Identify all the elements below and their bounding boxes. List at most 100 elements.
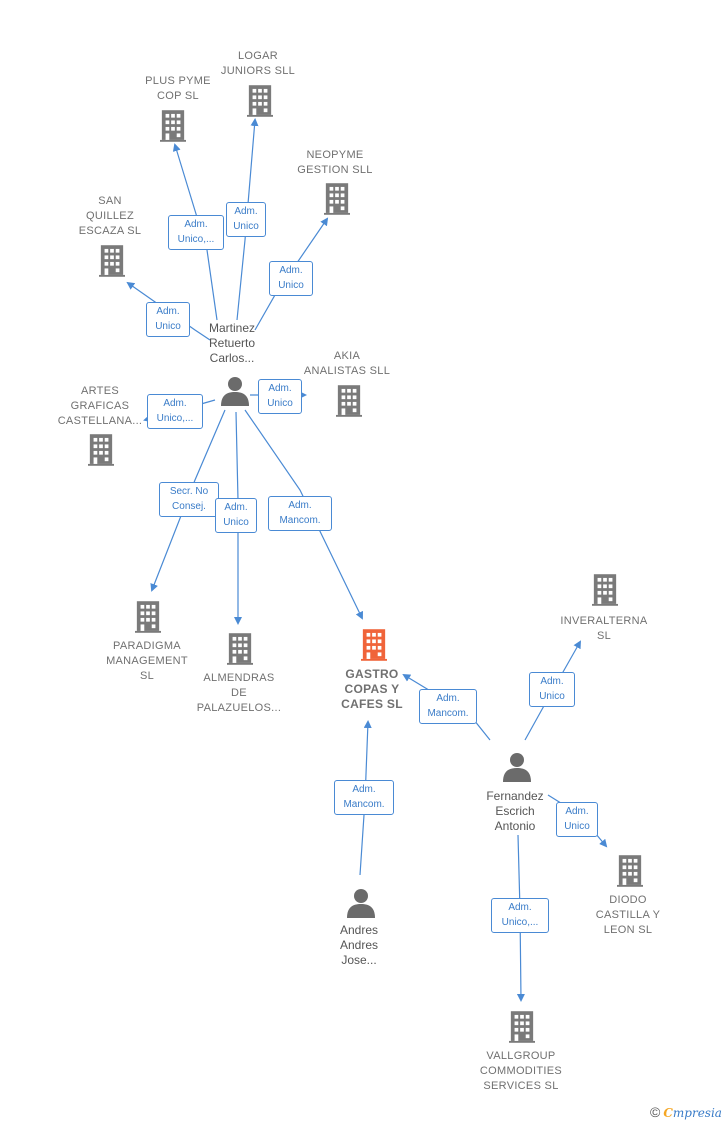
- node-label-line: Jose...: [341, 953, 377, 967]
- node-label-line: NEOPYME: [306, 149, 364, 161]
- node-label-line: CASTELLANA...: [57, 415, 143, 427]
- node-label-line: PARADIGMA: [113, 640, 181, 652]
- role-label-line: Adm.: [156, 306, 180, 317]
- building-icon-inveralterna[interactable]: [592, 574, 618, 606]
- role-label-e_gastro_f[interactable]: Adm. Mancom.: [419, 689, 477, 724]
- node-label-line: CAFES SL: [341, 697, 403, 711]
- node-label-line: COMMODITIES: [479, 1065, 563, 1077]
- person-icon-andres[interactable]: [347, 889, 375, 918]
- person-icon-martinez[interactable]: [221, 377, 249, 406]
- node-label-line: GASTRO: [345, 667, 399, 681]
- node-label-akia[interactable]: AKIA ANALISTAS SLL: [287, 349, 407, 379]
- edge-e_logar: [236, 118, 259, 321]
- building-icon-logar[interactable]: [247, 85, 273, 117]
- node-label-inveralterna[interactable]: INVERALTERNA SL: [544, 614, 664, 644]
- node-label-line: SL: [596, 630, 612, 642]
- edge-e_gastro_m: [244, 409, 363, 620]
- node-label-line: MANAGEMENT: [106, 655, 188, 667]
- building-icon-vallgroup[interactable]: [509, 1011, 535, 1043]
- building-icon-gastro[interactable]: [361, 629, 387, 661]
- edge-e_san: [126, 281, 211, 341]
- role-label-e_akia[interactable]: Adm. Unico: [258, 379, 302, 414]
- node-label-line: LEON SL: [603, 924, 653, 936]
- role-label-e_artes[interactable]: Adm.Unico,...: [147, 394, 203, 429]
- node-label-vallgroup[interactable]: VALLGROUP COMMODITIES SERVICES SL: [461, 1049, 581, 1094]
- role-label-line: Unico: [267, 398, 293, 409]
- role-label-e_vall[interactable]: Adm. Unico,...: [491, 898, 549, 933]
- node-label-line: Andres: [339, 923, 379, 937]
- node-label-line: INVERALTERNA: [560, 615, 648, 627]
- building-icon-san_quillez[interactable]: [99, 245, 125, 277]
- node-label-line: JUNIORS SLL: [220, 65, 296, 77]
- role-label-e_logar[interactable]: Adm. Unico: [226, 202, 266, 237]
- node-label-line: SERVICES SL: [483, 1080, 559, 1092]
- empresia-logo: ©Cmpresia: [650, 1104, 722, 1120]
- role-label-e_gastro_m[interactable]: Adm.Mancom.: [268, 496, 332, 531]
- node-label-neopyme[interactable]: NEOPYME GESTION SLL: [275, 148, 395, 178]
- node-label-line: ANALISTAS SLL: [303, 365, 391, 377]
- node-label-line: Fernandez: [486, 789, 544, 803]
- role-label-line: Unico: [233, 221, 259, 232]
- node-label-line: ESCAZA SL: [78, 225, 142, 237]
- role-label-line: Unico: [278, 280, 304, 291]
- node-label-line: Escrich: [495, 804, 535, 818]
- role-label-line: Adm.: [352, 784, 376, 795]
- building-icon-artes[interactable]: [88, 434, 114, 466]
- role-label-line: Adm.: [565, 806, 589, 817]
- node-label-line: PLUS PYME: [145, 75, 211, 87]
- building-icon-neopyme[interactable]: [324, 183, 350, 215]
- role-label-e_neopyme[interactable]: Adm. Unico: [269, 261, 313, 296]
- role-label-e_diodo[interactable]: Adm.Unico: [556, 802, 598, 837]
- building-icon-diodo[interactable]: [617, 855, 643, 887]
- person-icon-fernandez[interactable]: [503, 753, 531, 782]
- role-label-line: Unico,...: [501, 917, 539, 928]
- role-label-line: Unico: [539, 691, 565, 702]
- role-label-line: Adm.: [234, 206, 258, 217]
- role-label-line: Unico,...: [156, 413, 194, 424]
- edge-e_paradigma: [150, 409, 226, 592]
- role-label-line: Unico,...: [177, 234, 215, 245]
- role-label-line: Mancom.: [427, 708, 469, 719]
- role-label-line: Adm.: [268, 383, 292, 394]
- node-label-line: Carlos...: [209, 351, 255, 365]
- node-label-line: ALMENDRAS: [203, 672, 275, 684]
- building-icon-paradigma[interactable]: [135, 601, 161, 633]
- role-label-line: Adm.: [184, 219, 208, 230]
- building-icon-akia[interactable]: [336, 385, 362, 417]
- role-label-e_paradigma[interactable]: Secr. No Consej.: [159, 482, 219, 517]
- building-icon-plus_pyme[interactable]: [160, 110, 186, 142]
- role-label-line: Adm.: [279, 265, 303, 276]
- role-label-e_plus[interactable]: Adm. Unico,...: [168, 215, 224, 250]
- role-label-line: Unico: [223, 517, 249, 528]
- node-label-line: SAN: [98, 195, 122, 207]
- node-label-line: GESTION SLL: [297, 164, 373, 176]
- role-label-line: Secr. No: [169, 486, 209, 497]
- node-label-line: Antonio: [494, 819, 536, 833]
- brand-name-rest: mpresia: [672, 1106, 722, 1120]
- building-icon-almendras[interactable]: [227, 633, 253, 665]
- role-label-e_san[interactable]: Adm. Unico: [146, 302, 190, 337]
- role-label-line: Unico: [155, 321, 181, 332]
- role-label-line: Adm.: [508, 902, 532, 913]
- node-label-line: DIODO: [609, 894, 647, 906]
- role-label-e_inver[interactable]: Adm. Unico: [529, 672, 575, 707]
- role-label-line: Consej.: [172, 501, 206, 512]
- role-label-line: Adm.: [436, 693, 460, 704]
- role-label-e_almendras[interactable]: Adm.Unico: [215, 498, 257, 533]
- node-label-line: VALLGROUP: [486, 1050, 556, 1062]
- role-label-line: Adm.: [540, 676, 564, 687]
- role-label-e_gastro_a[interactable]: Adm.Mancom.: [334, 780, 394, 815]
- node-label-line: AKIA: [333, 350, 361, 362]
- role-label-line: Adm.: [288, 500, 312, 511]
